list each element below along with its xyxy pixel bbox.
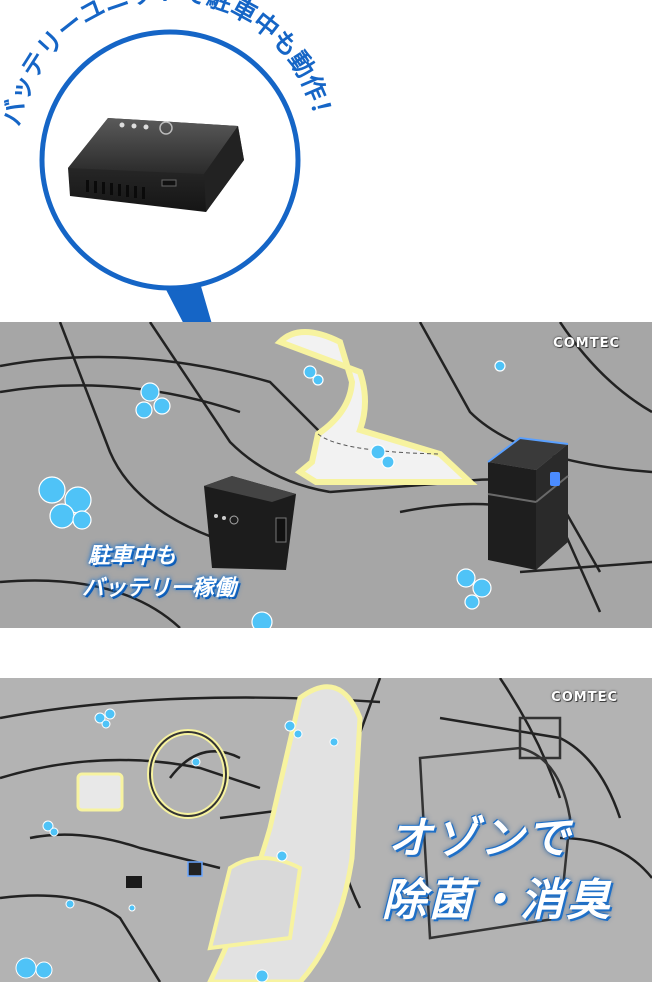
battery-unit-in-car [204, 476, 296, 570]
interior-caption-line2: 除菌・消臭 [382, 875, 612, 926]
comtec-logo: COMTEC [553, 336, 620, 351]
ozone-generator-small [187, 861, 203, 877]
battery-unit-image [68, 118, 244, 212]
gear-shifter [274, 329, 478, 485]
parking-caption-line1: 駐車中も [88, 544, 177, 569]
battery-unit-callout: バッテリーユニットで駐車中も動作！ [0, 0, 339, 330]
parking-caption-line2: バッテリー稼働 [82, 576, 237, 601]
car-interior-drawing [0, 678, 652, 982]
battery-unit-small [126, 876, 142, 888]
car-console-drawing [0, 322, 652, 628]
comtec-logo: COMTEC [551, 690, 618, 705]
interior-illustration-panel: COMTEC オゾンで 除菌・消臭 [0, 678, 652, 982]
dashboard-screen [76, 772, 124, 812]
parking-illustration-panel: COMTEC 駐車中も バッテリー稼働 [0, 322, 652, 628]
interior-caption-line1: オゾンで [388, 813, 572, 864]
ozone-bubbles [38, 360, 506, 628]
ozone-bubbles [15, 708, 339, 982]
ozone-generator [487, 436, 569, 570]
